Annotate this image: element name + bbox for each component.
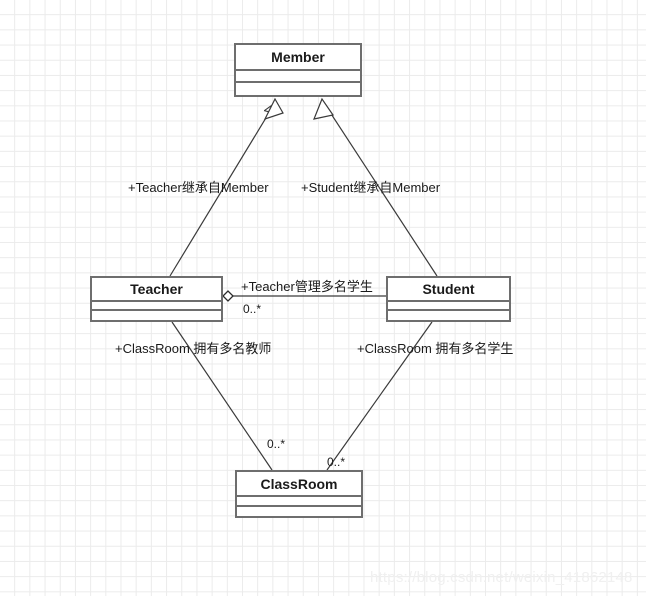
edge-label-classroom-students: +ClassRoom 拥有多名学生 (357, 341, 514, 356)
class-attributes-member (236, 71, 360, 83)
class-operations-teacher (92, 311, 221, 320)
class-attributes-teacher (92, 302, 221, 311)
class-name-student: Student (388, 278, 509, 302)
edge-classroom-students (326, 321, 433, 471)
class-operations-classroom (237, 507, 361, 516)
class-box-teacher[interactable]: Teacher (90, 276, 223, 322)
edge-label-teacher-manages: +Teacher管理多名学生 (241, 279, 373, 294)
edge-label-student-inherits: +Student继承自Member (301, 180, 441, 195)
edge-label-classroom-teachers: +ClassRoom 拥有多名教师 (115, 341, 272, 356)
class-name-teacher: Teacher (92, 278, 221, 302)
class-attributes-classroom (237, 497, 361, 507)
edge-classroom-teachers (171, 321, 273, 471)
class-name-member: Member (236, 45, 360, 71)
arrowhead-student-member (313, 97, 335, 120)
class-operations-member (236, 83, 360, 95)
aggregation-diamond-teacher (222, 290, 234, 302)
multiplicity-classroom-right: 0..* (327, 455, 346, 469)
edge-teacher-inherits-member (169, 103, 275, 277)
watermark-text: https://blog.csdn.net/weixin_41862148 (370, 569, 633, 586)
class-attributes-student (388, 302, 509, 311)
class-operations-student (388, 311, 509, 320)
multiplicity-classroom-left: 0..* (267, 437, 286, 451)
edge-label-teacher-inherits: +Teacher继承自Member (128, 180, 269, 195)
class-box-classroom[interactable]: ClassRoom (235, 470, 363, 518)
edge-student-inherits-member (323, 102, 438, 277)
multiplicity-teacher-student: 0..* (243, 302, 262, 316)
class-box-member[interactable]: Member (234, 43, 362, 97)
class-box-student[interactable]: Student (386, 276, 511, 322)
arrowhead-teacher-member (263, 97, 284, 121)
class-name-classroom: ClassRoom (237, 472, 361, 497)
